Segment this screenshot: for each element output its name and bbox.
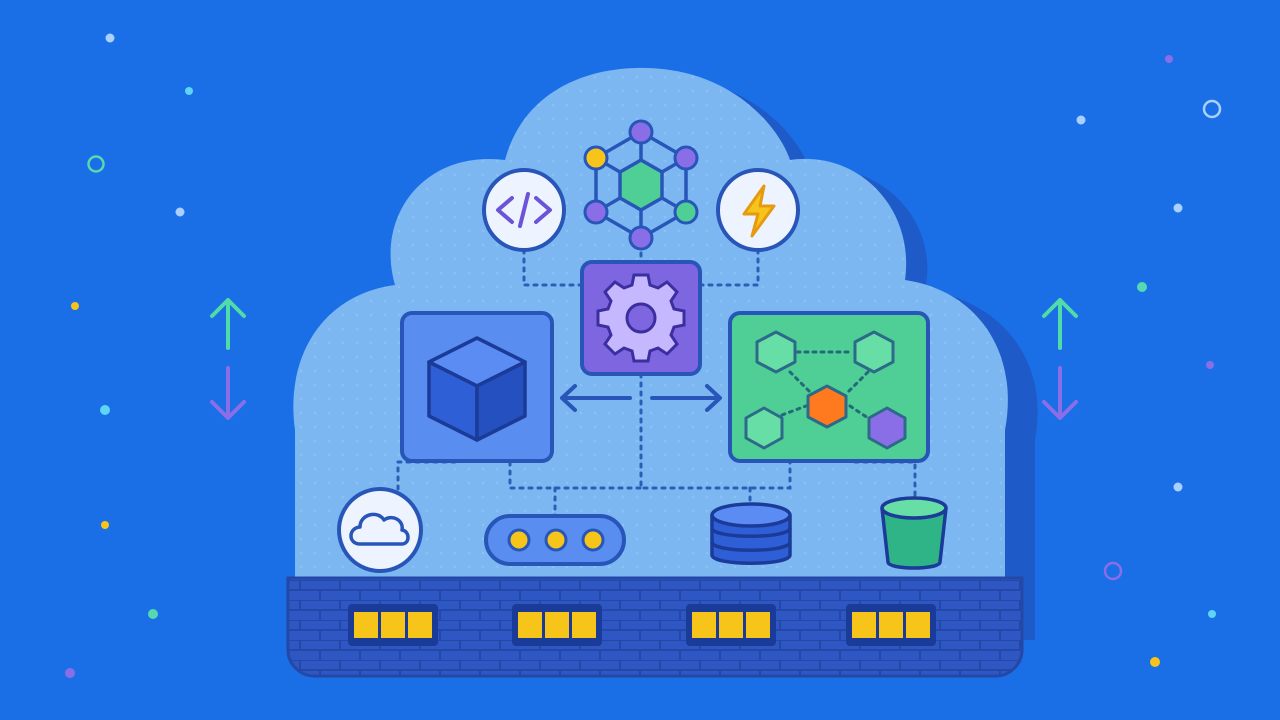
- microservices-graph-icon: [728, 311, 930, 463]
- server-slot: [348, 604, 438, 646]
- background-sparkles: [65, 33, 1222, 678]
- server-rack: [286, 576, 1024, 678]
- storage-bucket-icon: [880, 496, 948, 570]
- server-slot: [512, 604, 602, 646]
- server-slot: [686, 604, 776, 646]
- network-hub-icon: [583, 119, 699, 251]
- message-queue-icon: [484, 514, 626, 566]
- gear-icon: [580, 260, 702, 376]
- code-icon: [482, 168, 566, 252]
- lightning-icon: [716, 168, 800, 252]
- database-icon: [710, 502, 792, 565]
- server-slot: [846, 604, 936, 646]
- data-flow-arrows: [560, 384, 722, 412]
- left-up-down-arrows-icon: [210, 298, 246, 420]
- right-up-down-arrows-icon: [1042, 298, 1078, 420]
- cloud-icon: [337, 487, 423, 573]
- cube-icon: [400, 311, 554, 463]
